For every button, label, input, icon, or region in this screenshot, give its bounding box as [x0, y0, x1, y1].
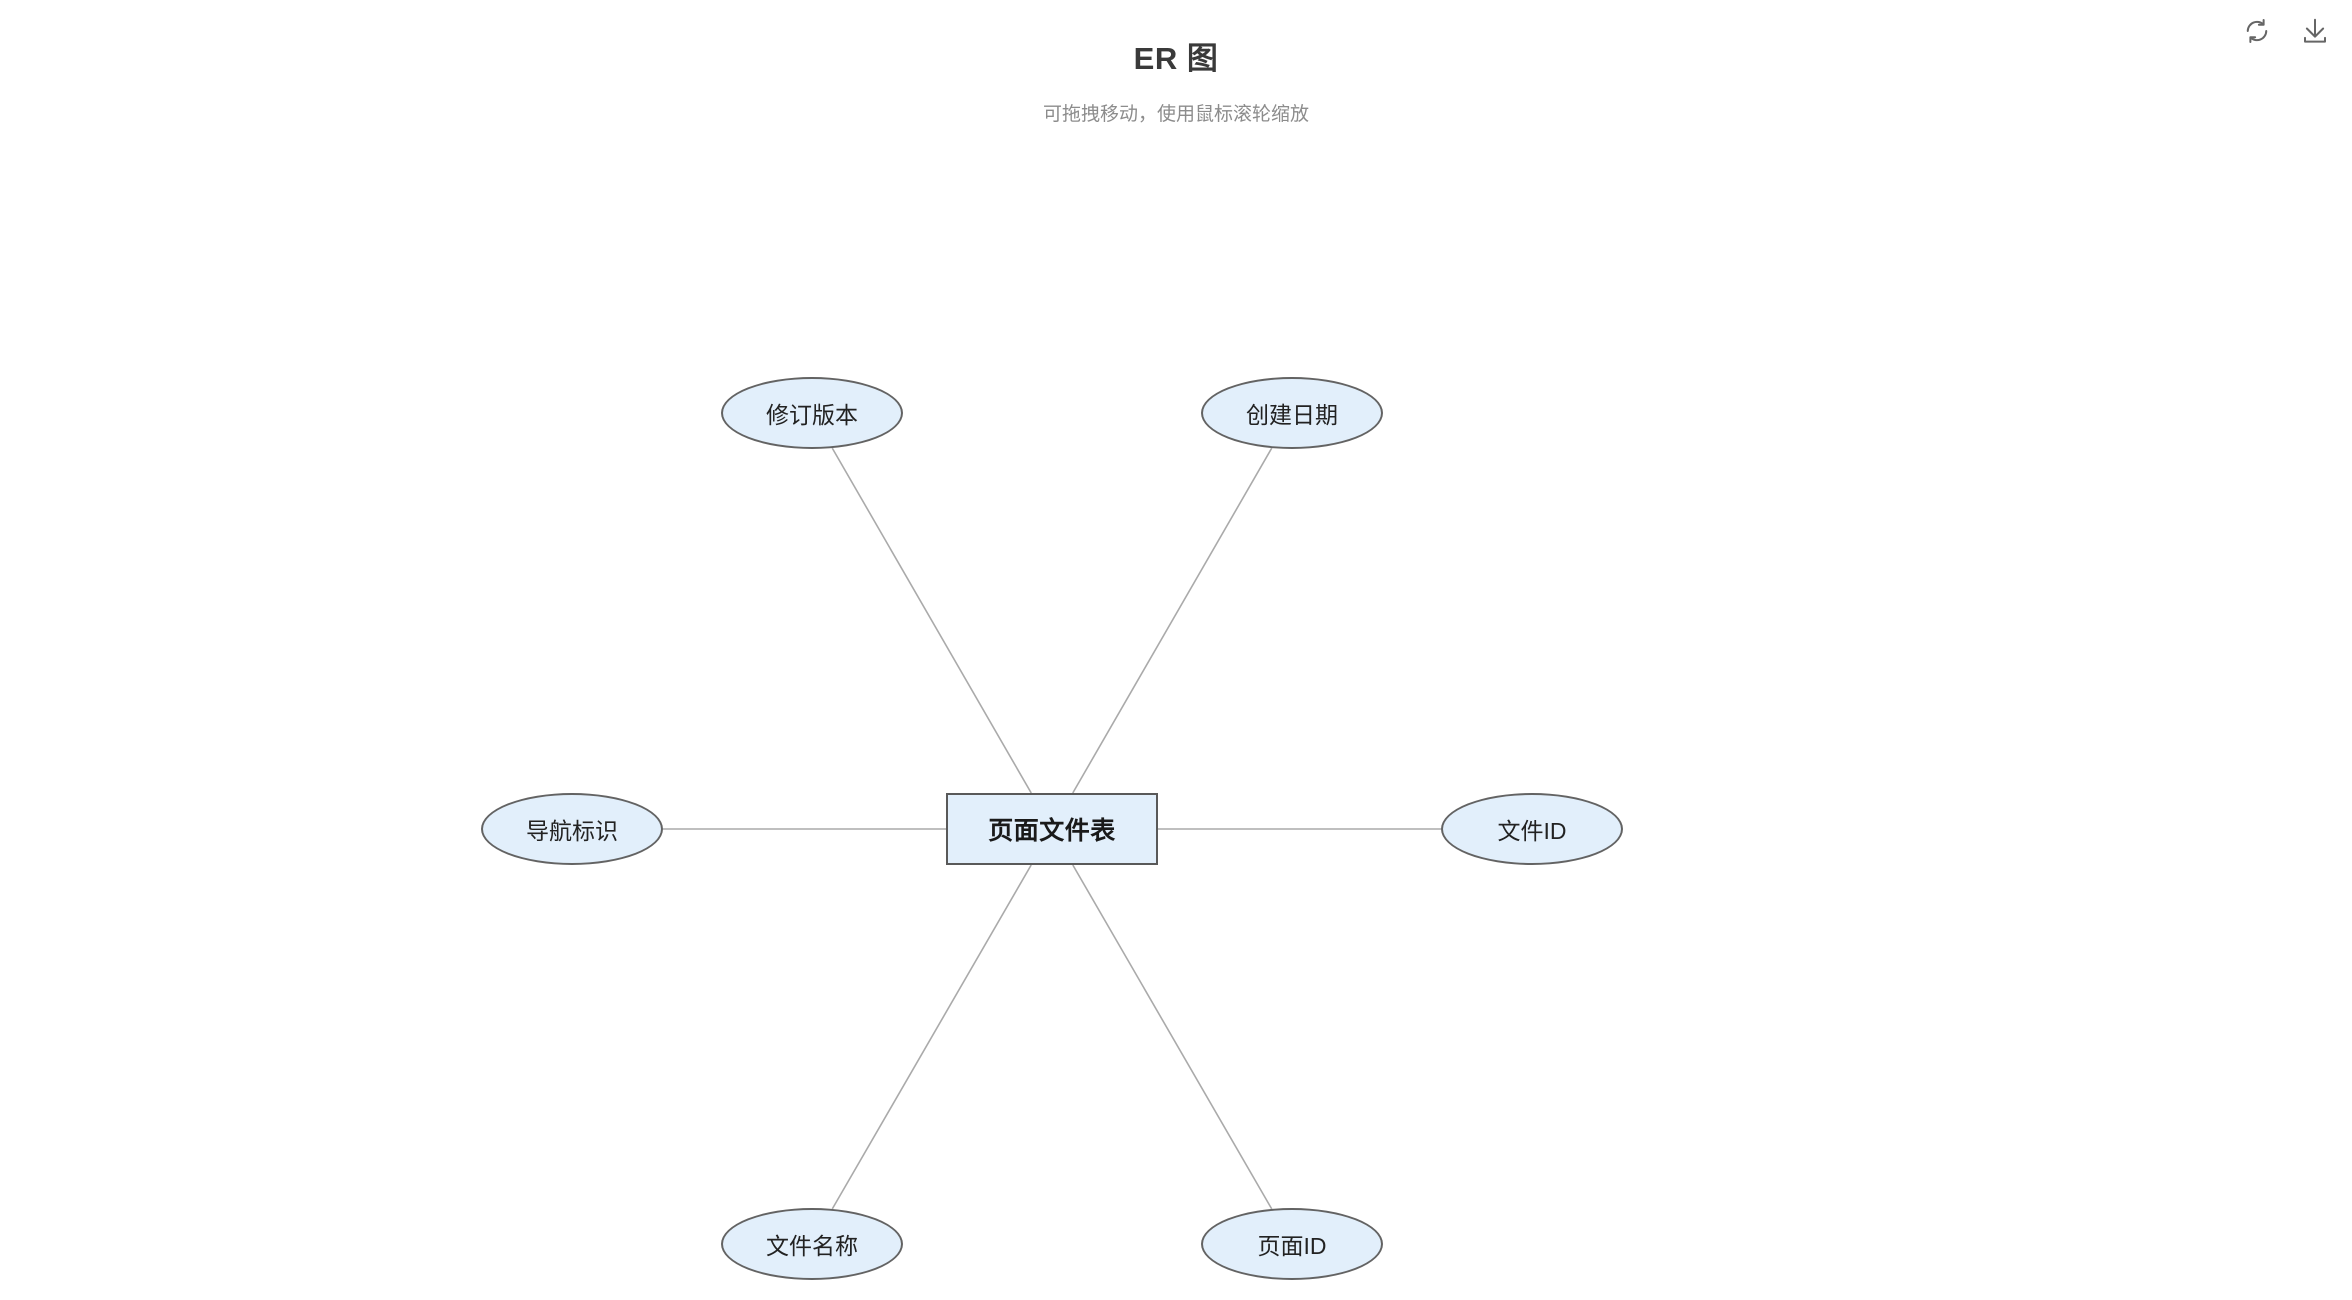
attribute-label: 导航标识 [526, 818, 618, 844]
attribute-node[interactable]: 文件名称 [721, 1208, 903, 1280]
attribute-label: 页面ID [1257, 1233, 1327, 1259]
attribute-node[interactable]: 修订版本 [721, 377, 903, 449]
refresh-icon [2242, 16, 2272, 46]
toolbar [2238, 12, 2334, 50]
attribute-label: 创建日期 [1246, 402, 1338, 428]
refresh-button[interactable] [2238, 12, 2276, 50]
attribute-label: 文件名称 [766, 1233, 858, 1259]
attribute-label: 文件ID [1497, 818, 1567, 844]
er-edge [1072, 447, 1273, 794]
entity-label: 页面文件表 [988, 817, 1116, 845]
attribute-node[interactable]: 文件ID [1441, 793, 1623, 865]
er-edge [831, 864, 1032, 1210]
download-icon [2300, 16, 2330, 46]
download-button[interactable] [2296, 12, 2334, 50]
attribute-node[interactable]: 创建日期 [1201, 377, 1383, 449]
attribute-label: 修订版本 [766, 402, 858, 428]
er-edge [831, 447, 1032, 794]
er-edge [1072, 864, 1273, 1210]
attribute-node[interactable]: 导航标识 [481, 793, 663, 865]
entity-node[interactable]: 页面文件表 [946, 793, 1158, 865]
attribute-node[interactable]: 页面ID [1201, 1208, 1383, 1280]
